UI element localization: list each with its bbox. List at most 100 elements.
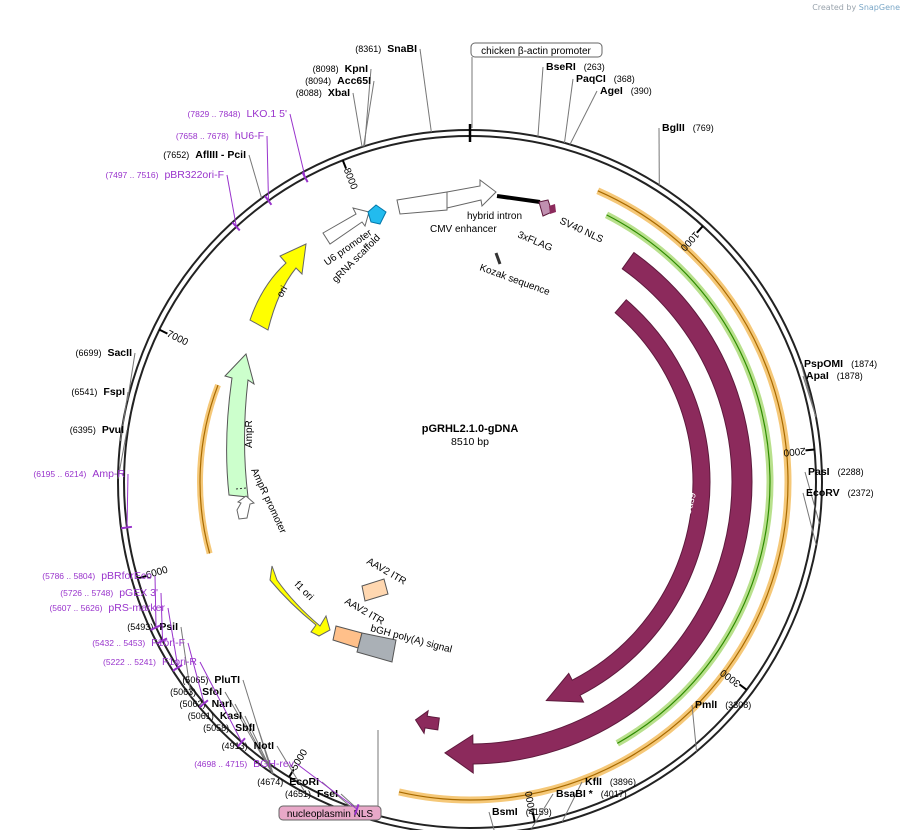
label-f1-ori: f1 ori [292,579,316,603]
primer-name: F1ori-F [151,637,185,649]
restriction-site: SacII (6699) [75,347,132,359]
primer-leader [126,473,129,528]
nucleoplasmin-nls-box [278,805,382,821]
primer-mark [150,624,162,631]
primer-range: (4698 .. 4715) [194,759,247,769]
restriction-site: EcoRI(4674) [257,776,319,788]
primer-range: (5432 .. 5453) [92,638,145,648]
primer-name: LKO.1 5' [246,108,287,120]
orange-highlight-core-left [199,384,219,554]
site-leader [569,90,598,145]
tick-mark [738,683,748,691]
site-leader [234,703,273,774]
primer-mark [301,171,309,183]
primer-leader [154,575,157,628]
u6-promoter-arrow [322,207,370,245]
restriction-site: SfoI(5063) [170,686,222,698]
label-ampr-promoter: AmpR promoter [248,467,288,536]
primer-mark [172,664,183,672]
tick-mark [158,328,168,335]
primer: F1ori-R(5222 .. 5241) [103,656,197,668]
restriction-site: XbaI(8088) [296,87,350,99]
site-name: BsmI [492,806,518,818]
site-position: (5493) [127,622,153,632]
site-name: FseI [317,788,338,800]
aav2-itr-box-upper [361,578,389,602]
site-name: EcoRI [289,776,319,788]
restriction-site: KflI(3896) [585,776,636,788]
primer-leader [296,763,358,810]
site-position: (8098) [313,64,339,74]
primer-leader [187,642,205,704]
primer-mark [264,195,273,206]
restriction-site: EcoRV(2372) [806,487,874,499]
label-cas9-inner: Cas9 [633,475,650,501]
site-position: (3896) [610,777,636,787]
hybrid-intron-bar [496,194,541,204]
site-leader [802,375,817,418]
primer-range: (7497 .. 7516) [106,170,159,180]
primer-range: (5607 .. 5626) [49,603,102,613]
site-leader [537,66,544,137]
site-leader [802,492,817,546]
tick-label: 8000 [341,167,360,192]
tick-label: 7000 [165,329,190,349]
site-name: PvuI [102,424,124,436]
site-position: (2372) [848,488,874,498]
highlight-arcs [197,187,792,804]
primer-leader [266,135,269,201]
site-leader [127,352,136,401]
tick-mark [288,768,295,778]
site-name: AgeI [600,85,623,97]
primer-name: Amp-R [92,468,125,480]
primer-name: hU6-F [235,130,264,142]
restriction-site: FspI(6541) [71,386,125,398]
credit-brand: SnapGene [858,3,900,12]
restriction-site: SbfI(5058) [203,722,255,734]
tick-mark [532,812,536,823]
primer-range: (7658 .. 7678) [176,131,229,141]
site-leader [242,679,273,774]
primer: hU6-F (7658 .. 7678) [176,130,264,142]
site-position: (6541) [71,387,97,397]
site-name: BsaBI * [556,788,594,800]
primer: pBR322ori-F(7497 .. 7516) [106,169,224,181]
primer: F1ori-F (5432 .. 5453) [92,637,185,649]
restriction-site: PmlI(3308) [695,699,751,711]
primer-name: pRS-marker [108,602,165,614]
site-position: (4651) [285,789,311,799]
primer: pGEX 3'(5726 .. 5748) [60,587,158,599]
site-leader [224,691,273,774]
label-aav2-itr-lower: AAV2 ITR [343,596,386,627]
site-labels: SnaBI(8361)KpnI(8098)Acc65I(8094)XbaI(80… [70,43,877,818]
label-cmv-enhancer: CMV enhancer [430,224,497,235]
primer-mark [353,803,360,815]
primer: Amp-R(6195 .. 6214) [33,468,125,480]
restriction-site: KpnI (8098) [313,63,368,75]
site-name: ApaI [806,370,829,382]
f1-ori-arrow [269,565,331,637]
site-leader [352,92,363,148]
site-position: (4017) [601,789,627,799]
site-position: (6699) [75,348,101,358]
restriction-site: PasI(2288) [808,466,864,478]
primer-range: (7829 .. 7848) [188,109,241,119]
site-name: SacII [107,347,132,359]
site-name: NotI [254,740,274,752]
site-name: Acc65I [337,75,371,87]
site-leader [363,80,375,147]
primer-leader [289,113,306,178]
tick-label: 4000 [524,790,539,814]
site-position: (368) [614,74,635,84]
chicken-actin-box [470,42,603,58]
primer: LKO.1 5' (7829 .. 7848) [188,108,287,120]
cas9-outer-arrow [444,251,753,774]
site-name: KpnI [345,63,368,75]
primer: BGH-rev(4698 .. 4715) [194,758,295,770]
primer-mark [198,699,209,709]
bgh-arrow [414,709,440,735]
restriction-site: AflIII - PciI(7652) [163,149,246,161]
primer: pBRforEco(5786 .. 5804) [42,570,152,582]
site-leader [257,727,274,775]
